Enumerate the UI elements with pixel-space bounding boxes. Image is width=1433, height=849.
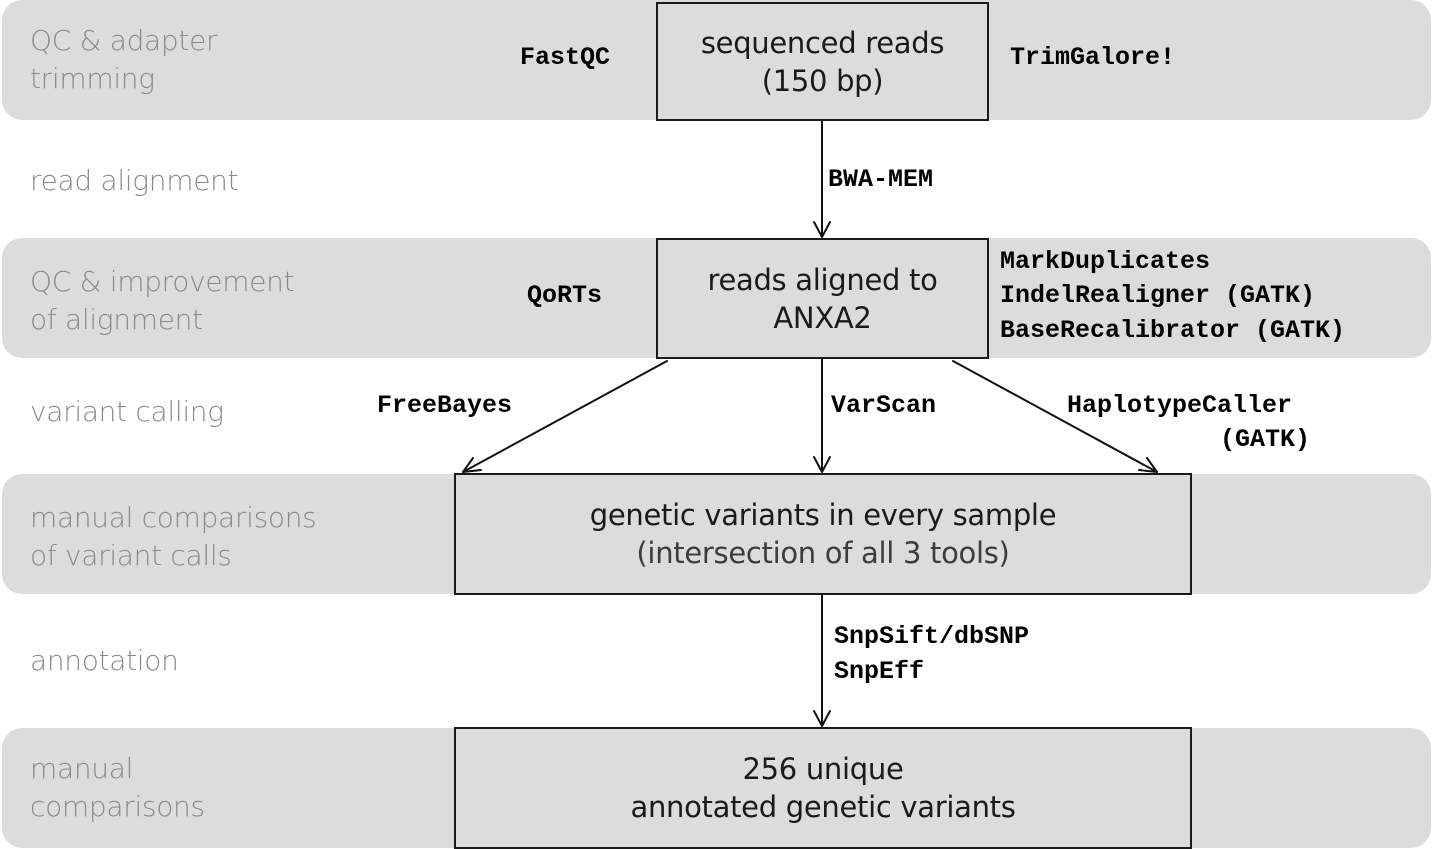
tool-bwa-mem: BWA-MEM (828, 165, 934, 194)
tool-varscan: VarScan (831, 391, 937, 420)
node-annotated-variants: 256 unique annotated genetic variants (454, 727, 1192, 849)
stage-line: of alignment (30, 303, 203, 336)
arrow-haplotypecaller (952, 360, 1158, 473)
stage-label-qc-improvement: QC & improvement of alignment (30, 263, 295, 339)
node-line: sequenced reads (700, 25, 945, 60)
node-line: ANXA2 (773, 300, 872, 335)
tool-snpsift: SnpSift/dbSNP (834, 622, 1030, 651)
stage-line: QC & adapter (30, 24, 218, 57)
node-line: reads aligned to (707, 262, 938, 297)
tool-fastqc: FastQC (520, 43, 611, 72)
tool-qorts: QoRTs (527, 281, 603, 310)
stage-line: trimming (30, 62, 155, 95)
stage-label-manual-comparisons-variants: manual comparisons of variant calls (30, 499, 317, 575)
stage-line: comparisons (30, 790, 205, 823)
node-line: 256 unique (742, 752, 904, 786)
stage-line: variant calling (30, 395, 224, 428)
node-line: genetic variants in every sample (589, 498, 1057, 532)
stage-label-variant-calling: variant calling (30, 393, 224, 431)
stage-line: manual comparisons (30, 501, 317, 534)
tool-haplotypecaller: HaplotypeCaller (1067, 391, 1293, 420)
stage-line: annotation (30, 644, 179, 677)
tool-trimgalore: TrimGalore! (1010, 43, 1176, 72)
arrow-varscan (813, 358, 831, 473)
node-genetic-variants: genetic variants in every sample (inters… (454, 473, 1192, 595)
tool-markduplicates: MarkDuplicates (1000, 247, 1211, 276)
node-sequenced-reads: sequenced reads (150 bp) (656, 2, 989, 121)
node-line: (150 bp) (761, 63, 884, 98)
arrow-variants-to-annotated (813, 594, 831, 727)
stage-label-qc-trimming: QC & adapter trimming (30, 22, 218, 98)
node-line: (intersection of all 3 tools) (636, 536, 1010, 570)
arrow-reads-to-aligned (813, 120, 831, 238)
stage-label-read-alignment: read alignment (30, 162, 239, 200)
node-line: annotated genetic variants (630, 790, 1016, 824)
arrow-freebayes (462, 360, 668, 473)
stage-line: read alignment (30, 164, 239, 197)
tool-haplotypecaller-gatk: (GATK) (1220, 425, 1311, 454)
stage-label-manual-comparisons: manual comparisons (30, 750, 205, 826)
node-reads-aligned: reads aligned to ANXA2 (656, 238, 989, 359)
stage-line: QC & improvement (30, 265, 295, 298)
tool-snpeff: SnpEff (834, 657, 925, 686)
tool-indelrealigner: IndelRealigner (GATK) (1000, 281, 1316, 310)
stage-label-annotation: annotation (30, 642, 179, 680)
tool-freebayes: FreeBayes (377, 391, 513, 420)
tool-baserecalibrator: BaseRecalibrator (GATK) (1000, 316, 1346, 345)
stage-line: of variant calls (30, 539, 232, 572)
stage-line: manual (30, 752, 134, 785)
